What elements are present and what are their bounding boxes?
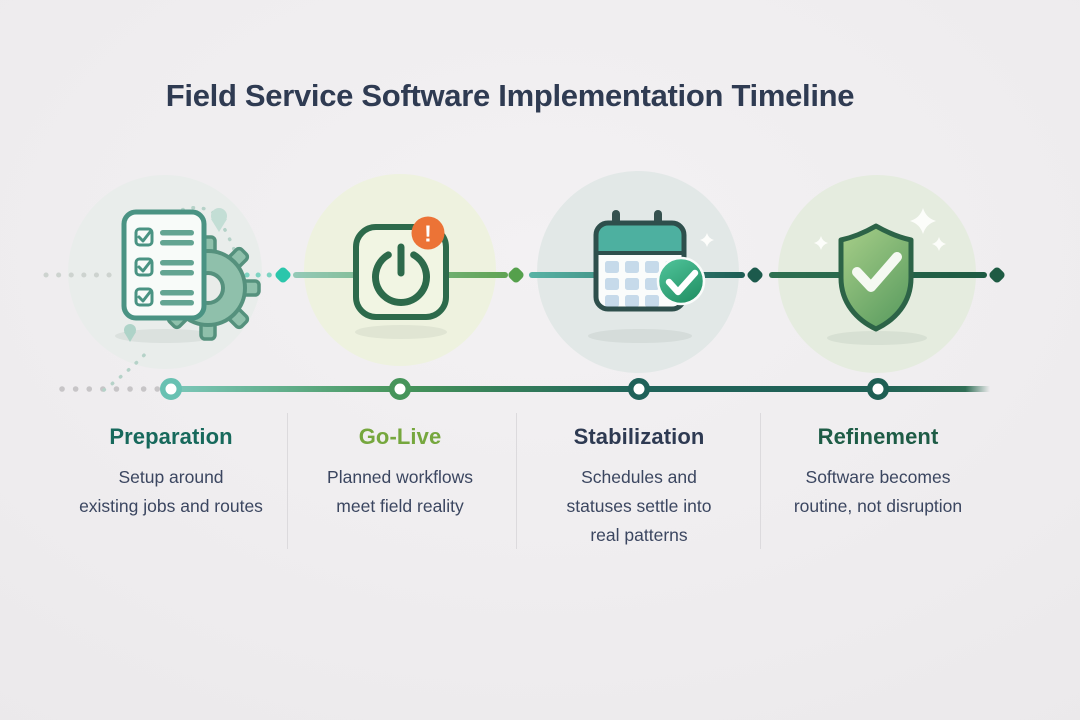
phase-description-line: real patterns: [590, 525, 688, 545]
milestone-ring-refinement: [867, 378, 889, 400]
phase-description-line: Schedules and: [581, 467, 697, 487]
phase-description-line: existing jobs and routes: [79, 496, 263, 516]
connector-diamond-markers: [275, 267, 1005, 283]
diamond-marker-darkteal: [747, 267, 763, 283]
sparkle-icon-small: [700, 233, 714, 247]
diamond-marker-teal: [275, 267, 291, 283]
calendar-check-icon: [593, 210, 714, 312]
milestone-ring-preparation: [160, 378, 182, 400]
power-button-icon: !: [353, 216, 449, 320]
column-divider-2: [516, 413, 517, 549]
phase-description-line: Setup around: [118, 467, 224, 487]
small-pin-icon: [124, 324, 136, 342]
phase-description-line: routine, not disruption: [793, 496, 963, 516]
phase-description-line: meet field reality: [336, 496, 464, 516]
phase-column-preparation: Preparation Setup around existing jobs a…: [40, 424, 302, 521]
diamond-marker-darkgreen: [989, 267, 1005, 283]
timeline-milestone-rings: [160, 378, 889, 400]
phase-column-stabilization: Stabilization Schedules and statuses set…: [524, 424, 754, 550]
check-circle: [656, 256, 706, 306]
phase-description-line: Software becomes: [805, 467, 951, 487]
phase-title: Preparation: [109, 424, 233, 449]
column-divider-3: [760, 413, 761, 549]
checklist-text-bars: [160, 230, 194, 306]
phase-column-golive: Go-Live Planned workflows meet field rea…: [290, 424, 510, 521]
checklist-gear-icon: [102, 205, 261, 392]
diamond-marker-green: [508, 267, 524, 283]
phase-description-line: statuses settle into: [566, 496, 712, 516]
column-divider-1: [287, 413, 288, 549]
alert-badge: !: [411, 216, 445, 250]
phase-title: Go-Live: [358, 424, 442, 449]
milestone-ring-stabilization: [628, 378, 650, 400]
map-pin-icon: [211, 208, 227, 232]
checklist-icon: [121, 209, 207, 321]
calendar-grid: [605, 261, 679, 307]
phase-title: Refinement: [817, 424, 939, 449]
shield-check-icon: [814, 208, 946, 332]
phase-description-line: Planned workflows: [327, 467, 473, 487]
phase-title: Stabilization: [573, 424, 705, 449]
page-title: Field Service Software Implementation Ti…: [165, 78, 855, 113]
svg-text:!: !: [424, 221, 432, 247]
milestone-ring-golive: [389, 378, 411, 400]
icon-shadows: [115, 325, 927, 345]
dashed-route-path-2: [102, 348, 151, 392]
phase-column-refinement: Refinement Software becomes routine, not…: [758, 424, 998, 521]
sparkle-icons: [814, 208, 946, 251]
